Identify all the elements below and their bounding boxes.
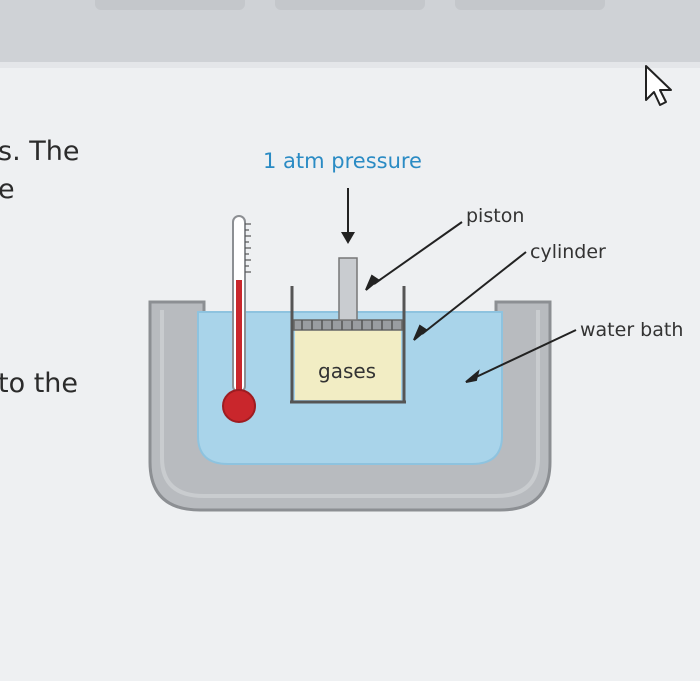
piston-rod xyxy=(338,257,358,321)
piston-arrow-icon xyxy=(365,221,463,291)
top-tab-shape xyxy=(275,0,425,10)
pressure-label: 1 atm pressure xyxy=(263,149,422,173)
water-bath-arrow-icon xyxy=(465,329,577,383)
water-bath-label: water bath xyxy=(580,319,683,341)
piston-label: piston xyxy=(466,205,524,227)
text-fragment-2: e xyxy=(0,174,15,205)
gas-apparatus-diagram: 1 atm pressure piston cylinder water bat… xyxy=(148,149,683,512)
mouse-pointer-icon xyxy=(645,65,672,106)
thermometer-scale xyxy=(245,223,251,273)
gas-chamber xyxy=(295,330,401,400)
top-tab-shape xyxy=(95,0,245,10)
piston-plate xyxy=(293,319,403,331)
text-fragment-3: to the xyxy=(0,368,78,399)
top-tab-shape xyxy=(455,0,605,10)
cylinder-label: cylinder xyxy=(530,241,606,263)
thermometer-mercury xyxy=(236,280,242,392)
browser-top-bar xyxy=(0,0,700,62)
text-fragment-1: s. The xyxy=(0,136,80,167)
pressure-arrow-icon xyxy=(341,188,355,244)
cylinder xyxy=(290,286,406,404)
cylinder-arrow-icon xyxy=(413,251,527,341)
thermometer-bulb xyxy=(222,389,256,423)
gases-label: gases xyxy=(318,359,376,383)
